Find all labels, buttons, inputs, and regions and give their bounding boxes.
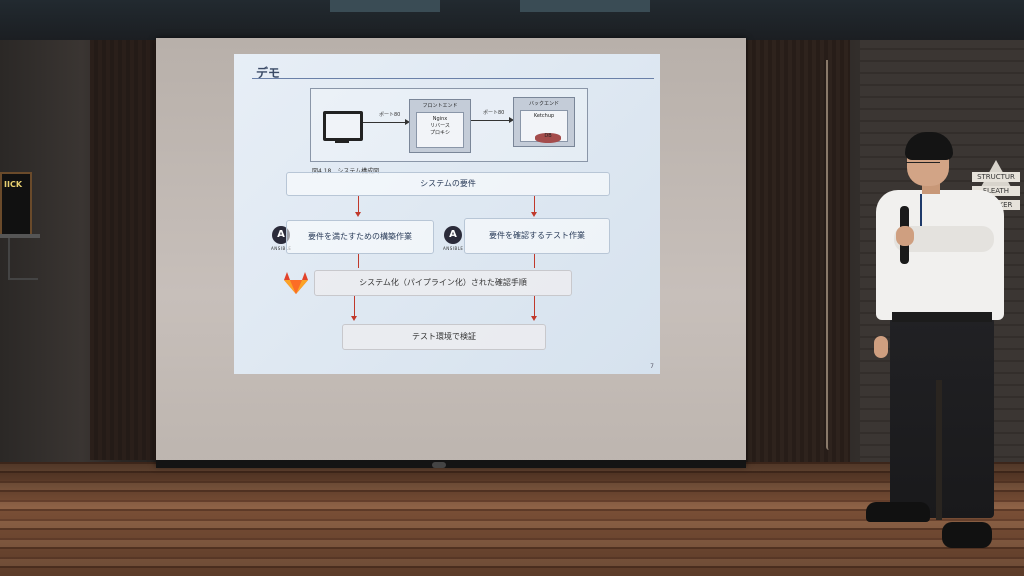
ansible-icon: A — [272, 226, 290, 244]
ceiling — [0, 0, 1024, 40]
flow-arrow — [534, 254, 535, 268]
logo-line: STRUCTUR — [972, 172, 1020, 182]
backend-box: バックエンド Ketchup DB — [513, 97, 575, 147]
screen-hook — [432, 462, 446, 468]
presenter — [862, 130, 1012, 555]
presenter-hand — [896, 226, 914, 246]
verify-box: テスト環境で検証 — [342, 324, 546, 350]
wall-sign-text: IICK — [4, 180, 23, 189]
port-label: ポート80 — [379, 112, 401, 118]
port-label: ポート80 — [483, 110, 505, 116]
flow-arrow — [354, 296, 355, 318]
flow-arrowhead — [531, 212, 537, 217]
wood-floor — [0, 462, 1024, 576]
screen-bottom-bar — [156, 460, 746, 468]
logo-line: FLEATH — [972, 186, 1020, 196]
pipeline-box: システム化（パイプライン化）された確認手順 — [314, 270, 572, 296]
backend-inner: Ketchup DB — [520, 110, 568, 143]
backend-app: Ketchup — [533, 113, 555, 119]
connector-arrowhead — [509, 117, 514, 123]
flow-arrowhead — [351, 316, 357, 321]
presenter-hair — [905, 132, 953, 160]
presenter-lanyard — [920, 194, 922, 248]
build-task-box: 要件を満たすための構築作業 — [286, 220, 434, 254]
figure-caption: 図4.18 システム構成図 — [312, 166, 379, 175]
presenter-shoe — [942, 522, 992, 548]
gitlab-icon — [284, 272, 308, 294]
connector-arrowhead — [405, 119, 410, 125]
test-task-box: 要件を確認するテスト作業 — [464, 218, 610, 254]
title-rule — [252, 78, 654, 79]
ceiling-light — [330, 0, 440, 12]
database-icon: DB — [535, 133, 561, 143]
frontend-role-line2: プロキシ — [429, 130, 450, 136]
connector — [471, 120, 511, 121]
presenter-left-hand — [874, 336, 888, 358]
slide-page-number: 7 — [650, 363, 654, 370]
flow-arrow — [358, 254, 359, 268]
frontend-box: フロントエンド Nginx リバース プロキシ — [409, 99, 471, 153]
ansible-label: ANSIBLE — [443, 246, 464, 251]
presenter-pants — [890, 318, 994, 518]
shelf — [0, 234, 40, 238]
ansible-label: ANSIBLE — [271, 246, 292, 251]
presenter-shoe — [866, 502, 930, 522]
curtain-cord — [826, 60, 832, 450]
ceiling-light — [520, 0, 650, 12]
backend-heading: バックエンド — [528, 101, 559, 107]
presenter-shirt — [876, 190, 1004, 320]
shelf-bracket — [8, 238, 38, 280]
slide-title: デモ — [256, 66, 281, 80]
requirements-box: システムの要件 — [286, 172, 610, 196]
connector — [363, 122, 407, 123]
monitor-icon — [323, 111, 363, 141]
frontend-heading: フロントエンド — [422, 103, 458, 109]
flow-arrow — [534, 196, 535, 214]
presenter-belt — [892, 312, 992, 322]
presenter-pant-gap — [936, 380, 942, 520]
frontend-role-line1: リバース — [430, 123, 450, 129]
projected-slide: デモ ポート80 フロントエンド Nginx リバース プロキシ ポート80 バ… — [234, 54, 660, 374]
presenter-glasses — [906, 162, 940, 167]
flow-arrow — [534, 296, 535, 318]
curtain-right — [740, 40, 850, 480]
monitor-stand — [335, 140, 349, 143]
frontend-server: Nginx — [432, 116, 448, 122]
ansible-icon: A — [444, 226, 462, 244]
floor-shade — [0, 462, 1024, 576]
flow-arrowhead — [355, 212, 361, 217]
architecture-diagram: ポート80 フロントエンド Nginx リバース プロキシ ポート80 バックエ… — [310, 88, 588, 162]
wall-sign: IICK — [0, 172, 32, 238]
flow-arrowhead — [531, 316, 537, 321]
frontend-inner: Nginx リバース プロキシ — [416, 112, 464, 148]
flow-arrow — [358, 196, 359, 214]
